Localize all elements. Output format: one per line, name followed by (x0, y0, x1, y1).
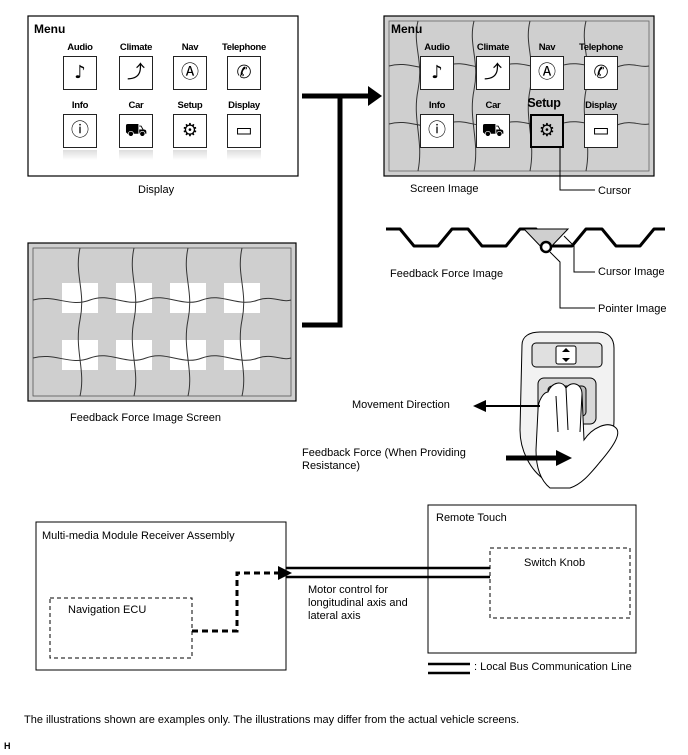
feedback-screen-wavy-grid (32, 247, 292, 397)
screen-menu-title: Menu (391, 22, 423, 36)
display-tile-info[interactable]: ⓘ (63, 114, 97, 148)
legend-line (428, 662, 470, 675)
feedback-force-label: Feedback Force (When Providing Resistanc… (302, 447, 466, 472)
motor-control-label: Motor control for longitudinal axis and … (308, 584, 408, 622)
feedback-force-wave (386, 227, 665, 248)
screen-tile-climate[interactable]: ⤴ (476, 56, 510, 90)
info-icon: ⓘ (71, 120, 89, 141)
screen-tile-telephone[interactable]: ✆ (584, 56, 618, 90)
screen-label-climate: Climate (476, 42, 510, 53)
display-menu-title: Menu (34, 22, 66, 36)
screen-tile-display[interactable]: ▭ (584, 114, 618, 148)
compass-icon: Ⓐ (181, 62, 199, 83)
feedback-screen-caption: Feedback Force Image Screen (70, 412, 222, 424)
settings-icon: ⚙ (181, 120, 199, 141)
screen-label-audio: Audio (424, 42, 450, 53)
display-label-nav: Nav (181, 42, 199, 53)
display-frame (27, 15, 299, 177)
display-reflection-3 (173, 150, 207, 160)
display-tile-display[interactable]: ▭ (227, 114, 261, 148)
display-tile-climate[interactable]: ⤴ (119, 56, 153, 90)
display-label-telephone: Telephone (221, 42, 267, 53)
display-tile-setup[interactable]: ⚙ (173, 114, 207, 148)
car-icon: ⛟ (481, 120, 505, 141)
phone-icon: ✆ (236, 62, 252, 83)
feedback-screen-frame (27, 242, 297, 402)
cursor-label: Cursor (598, 185, 632, 197)
pointer-image-dot (539, 240, 553, 254)
monitor-icon: ▭ (235, 120, 253, 141)
monitor-icon: ▭ (592, 120, 610, 141)
screen-tile-car[interactable]: ⛟ (476, 114, 510, 148)
cursor-image-label: Cursor Image (598, 266, 665, 278)
feedback-force-image-label: Feedback Force Image (390, 268, 504, 280)
display-tile-telephone[interactable]: ✆ (227, 56, 261, 90)
car-icon: ⛟ (124, 120, 148, 141)
screen-tile-nav[interactable]: Ⓐ (530, 56, 564, 90)
remote-touch-label: Remote Touch (436, 512, 507, 524)
screen-tile-audio[interactable]: ♪ (420, 56, 454, 90)
display-tile-car[interactable]: ⛟ (119, 114, 153, 148)
legend-label: : Local Bus Communication Line (474, 661, 632, 673)
display-reflection-1 (63, 150, 97, 160)
remote-touch-device (519, 331, 619, 489)
feedback-screen-white-cells (62, 283, 260, 370)
screen-tile-setup-cursor[interactable]: ⚙ (530, 114, 564, 148)
screen-label-telephone: Telephone (578, 42, 624, 53)
display-label-car: Car (128, 100, 144, 111)
music-note-icon: ♪ (74, 62, 86, 83)
display-reflection-2 (119, 150, 153, 160)
display-label-setup: Setup (177, 100, 203, 111)
cursor-image-triangle (522, 228, 570, 253)
display-label-audio: Audio (67, 42, 93, 53)
seat-airflow-icon: ⤴ (127, 62, 145, 83)
phone-icon: ✆ (593, 62, 609, 83)
info-icon: ⓘ (428, 120, 446, 141)
display-tile-audio[interactable]: ♪ (63, 56, 97, 90)
display-caption: Display (138, 184, 175, 196)
cursor-image-leader (563, 235, 595, 273)
screen-caption: Screen Image (410, 183, 479, 195)
music-note-icon: ♪ (431, 62, 443, 83)
display-label-climate: Climate (119, 42, 153, 53)
seat-airflow-icon: ⤴ (484, 62, 502, 83)
display-reflection-4 (227, 150, 261, 160)
screen-label-car: Car (485, 100, 501, 111)
mm-module-label: Multi-media Module Receiver Assembly (42, 530, 235, 542)
switch-knob-box (489, 547, 631, 619)
pointer-image-leader (549, 251, 595, 309)
footer-note: The illustrations shown are examples onl… (24, 714, 520, 726)
navigation-ecu-box (49, 597, 193, 659)
pointer-image-label: Pointer Image (598, 303, 667, 315)
screen-tile-info[interactable]: ⓘ (420, 114, 454, 148)
connector-arrow (302, 93, 372, 328)
mm-module-box (35, 521, 287, 671)
screen-label-info: Info (428, 100, 446, 111)
navigation-ecu-label: Navigation ECU (68, 604, 147, 616)
movement-direction-label: Movement Direction (352, 399, 450, 411)
screen-label-nav: Nav (538, 42, 556, 53)
connector-arrowhead (368, 86, 382, 106)
ecu-dashed-path (192, 571, 286, 633)
switch-knob-label: Switch Knob (524, 557, 586, 569)
settings-icon: ⚙ (538, 120, 556, 141)
display-label-display: Display (228, 100, 260, 111)
display-label-info: Info (71, 100, 89, 111)
screen-image-frame (383, 15, 655, 177)
screen-label-display: Display (585, 100, 617, 111)
local-bus-line (286, 566, 490, 579)
footer-code: H (4, 741, 11, 751)
compass-icon: Ⓐ (538, 62, 556, 83)
screen-label-setup: Setup (527, 96, 561, 110)
remote-touch-box (427, 504, 637, 654)
display-tile-nav[interactable]: Ⓐ (173, 56, 207, 90)
